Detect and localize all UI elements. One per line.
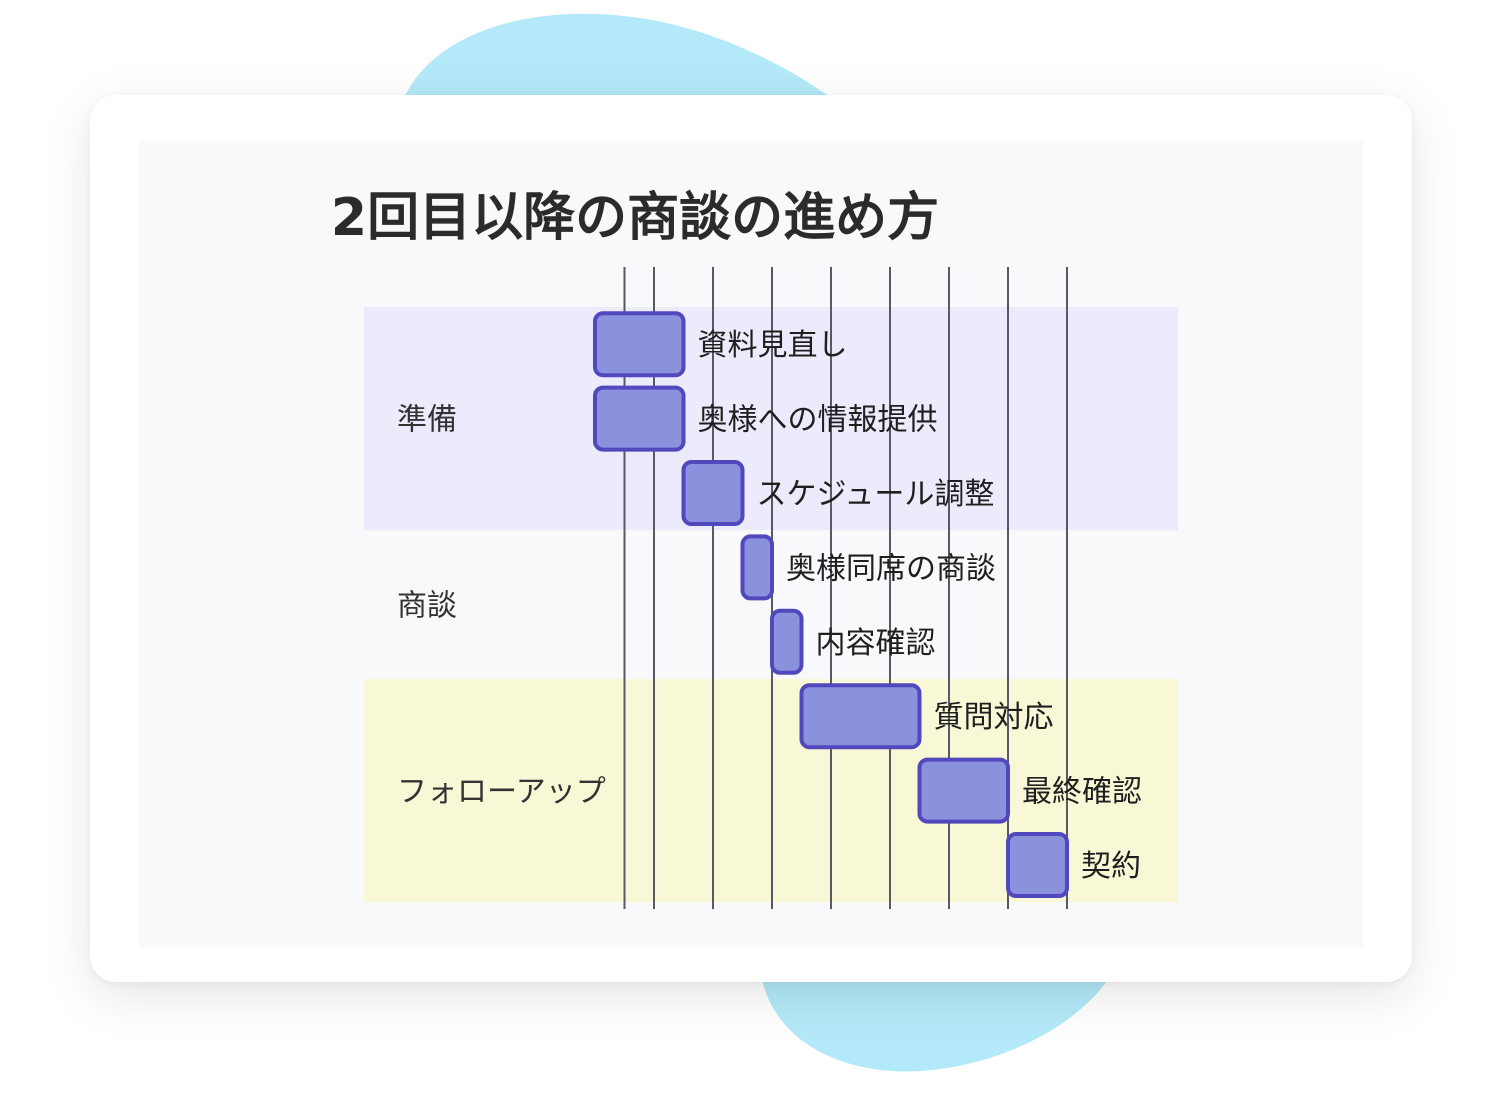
task-bar-2[interactable] bbox=[681, 460, 745, 526]
task-bar-5[interactable] bbox=[799, 683, 922, 750]
task-label-7: 契約 bbox=[1081, 849, 1141, 884]
section-label-1: 商談 bbox=[397, 589, 457, 624]
task-label-5: 質問対応 bbox=[934, 700, 1054, 735]
task-bar-4[interactable] bbox=[770, 608, 804, 675]
task-label-6: 最終確認 bbox=[1022, 775, 1142, 810]
gantt-chart: 資料見直し奥様への情報提供スケジュール調整奥様同席の商談内容確認質問対応最終確認… bbox=[331, 188, 1178, 909]
task-bars bbox=[593, 311, 1069, 898]
task-bar-3[interactable] bbox=[740, 534, 774, 601]
task-label-0: 資料見直し bbox=[698, 328, 848, 363]
task-bar-6[interactable] bbox=[917, 757, 1010, 824]
task-bar-0[interactable] bbox=[593, 311, 686, 378]
chart-panel: 資料見直し奥様への情報提供スケジュール調整奥様同席の商談内容確認質問対応最終確認… bbox=[139, 141, 1363, 947]
task-label-2: スケジュール調整 bbox=[757, 477, 995, 512]
task-label-1: 奥様への情報提供 bbox=[698, 403, 938, 438]
chart-title: 2回目以降の商談の進め方 bbox=[331, 188, 939, 248]
task-label-4: 内容確認 bbox=[816, 626, 936, 661]
task-bar-7[interactable] bbox=[1006, 832, 1069, 898]
task-bar-1[interactable] bbox=[593, 385, 686, 452]
task-label-3: 奥様同席の商談 bbox=[786, 551, 996, 586]
chart-card: 資料見直し奥様への情報提供スケジュール調整奥様同席の商談内容確認質問対応最終確認… bbox=[90, 95, 1412, 982]
task-labels: 資料見直し奥様への情報提供スケジュール調整奥様同席の商談内容確認質問対応最終確認… bbox=[698, 328, 1143, 884]
section-label-2: フォローアップ bbox=[397, 775, 606, 810]
section-label-0: 準備 bbox=[397, 403, 457, 438]
